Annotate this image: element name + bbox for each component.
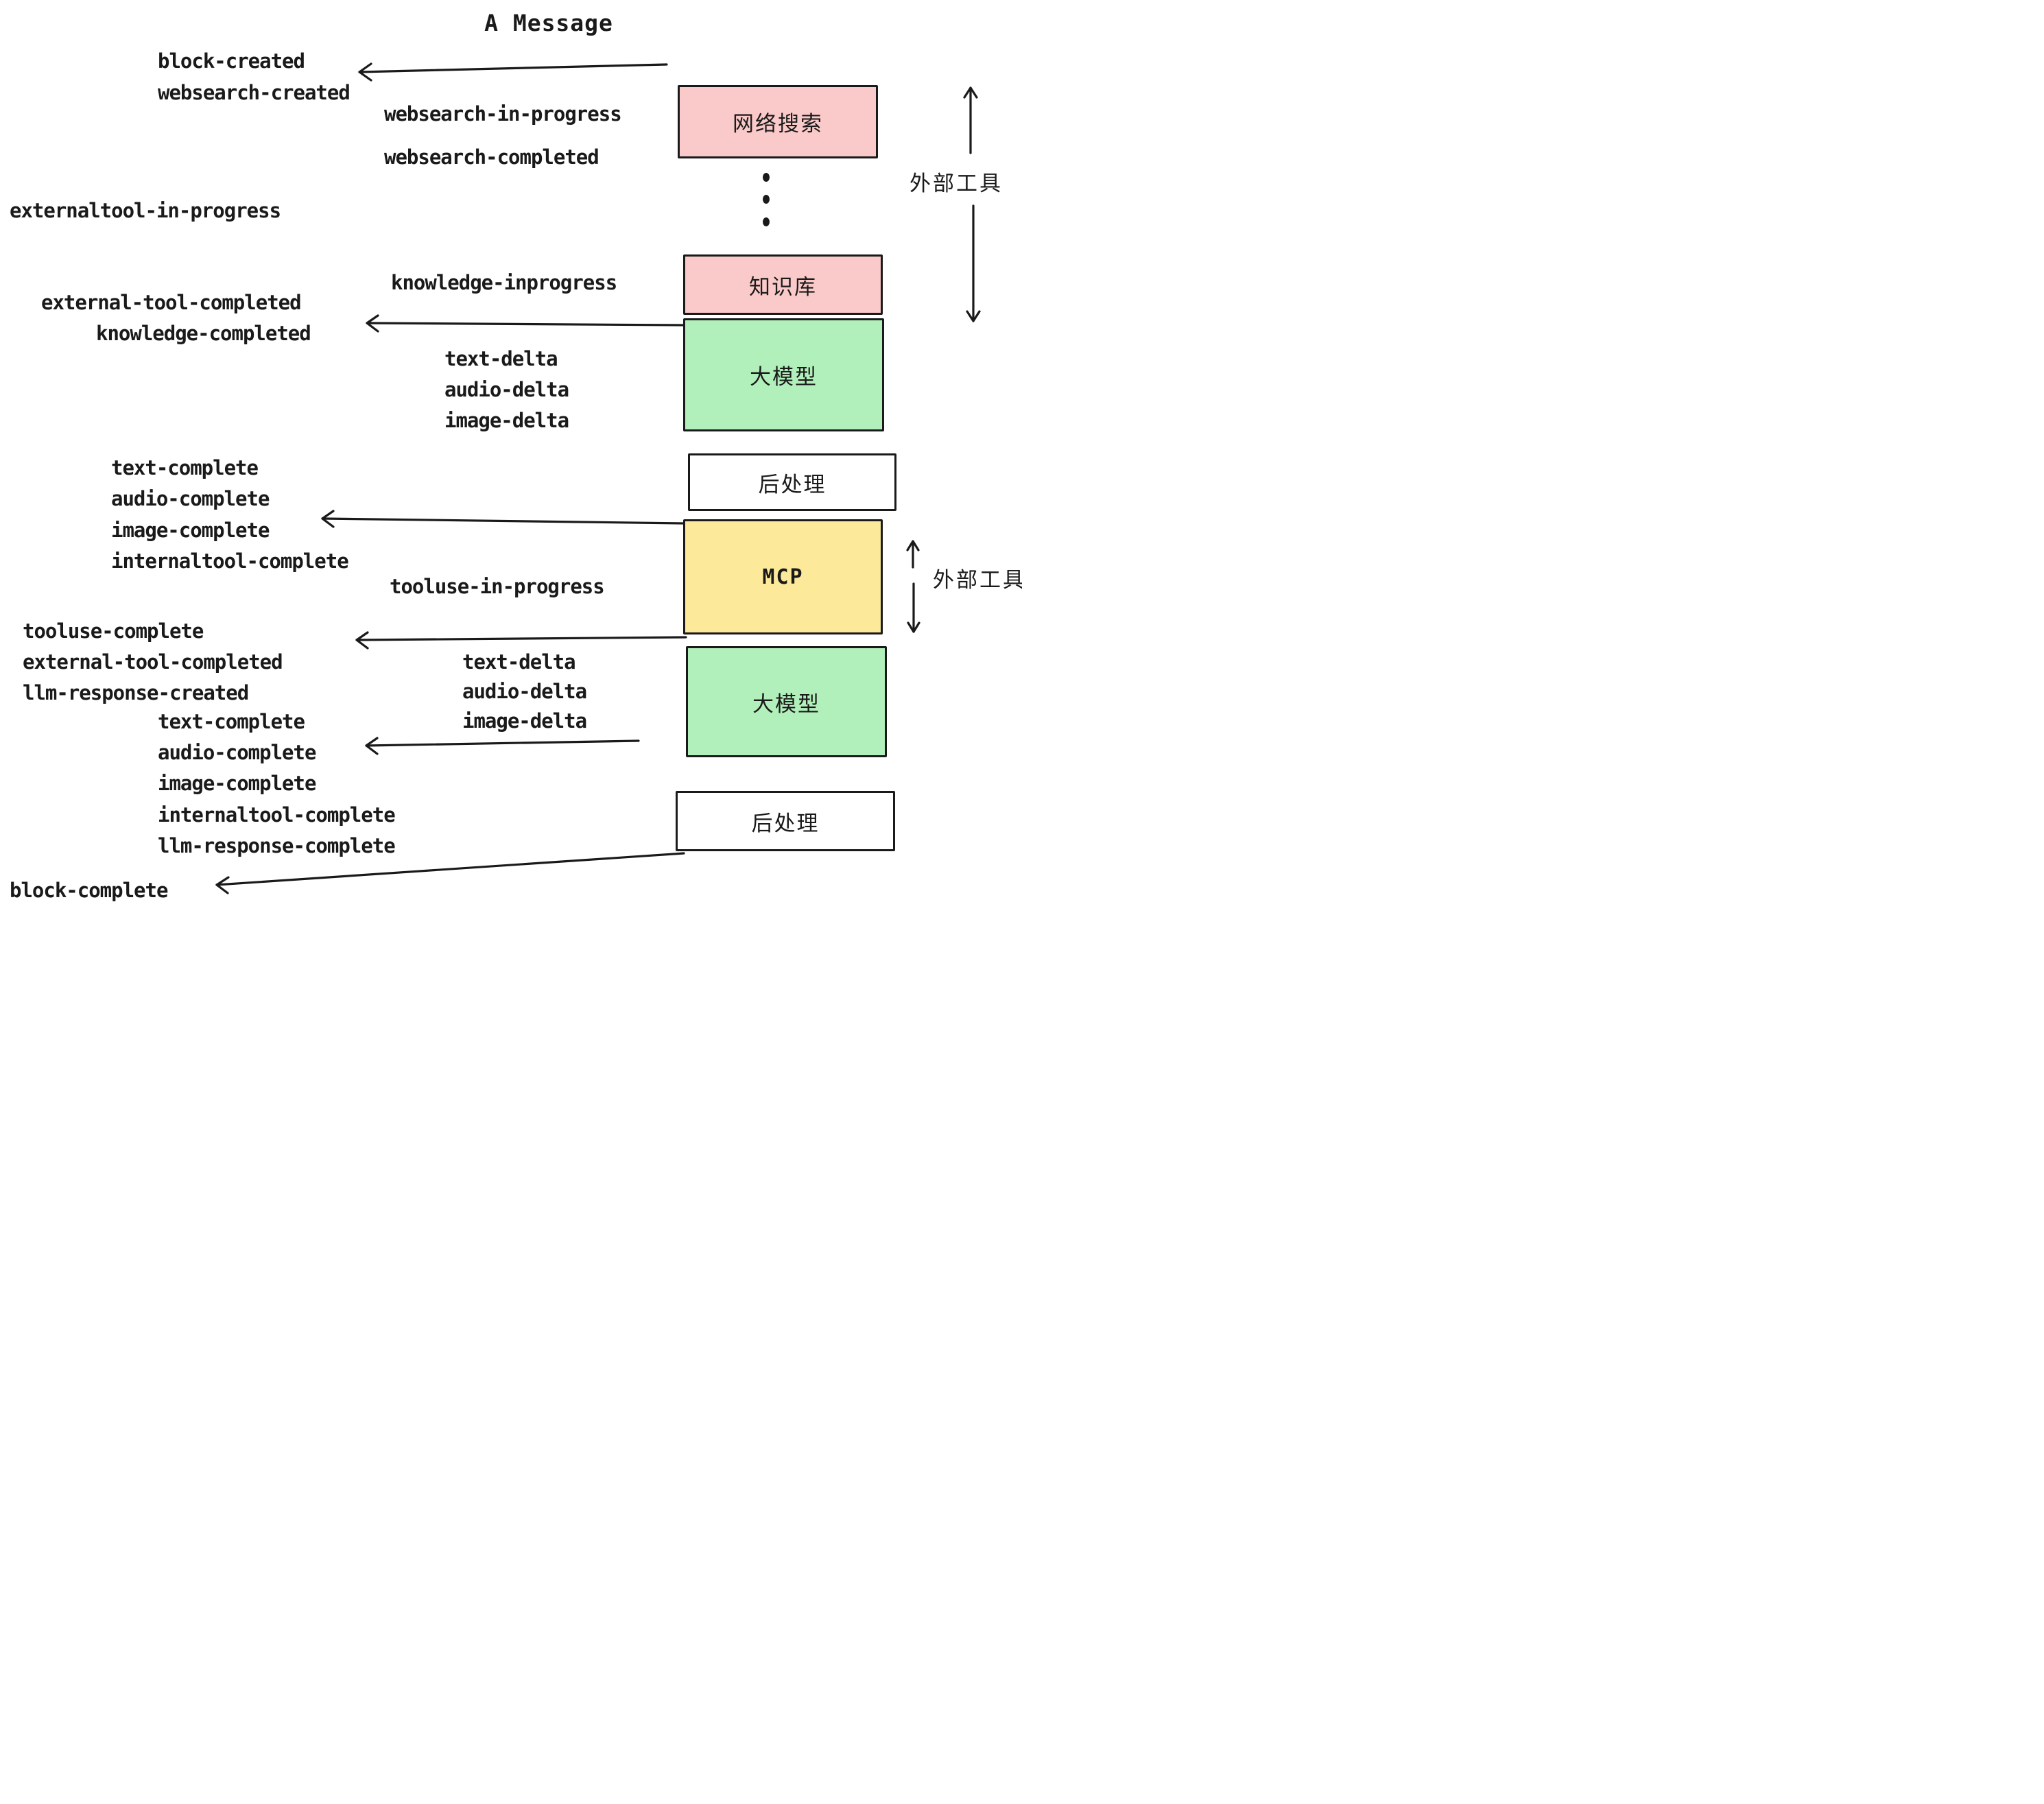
event-label-text-delta-2: text-delta	[462, 650, 576, 674]
arrow-to-tooluse-complete	[355, 631, 687, 650]
external-tools-span-top-up-arrow	[963, 86, 978, 154]
event-label-block-created: block-created	[158, 49, 305, 73]
arrow-to-block-created	[358, 62, 668, 82]
box-llm-2-label: 大模型	[752, 691, 820, 717]
event-label-audio-complete-2: audio-complete	[158, 741, 316, 764]
event-label-knowledge-completed: knowledge-completed	[96, 322, 311, 345]
box-llm-1-label: 大模型	[750, 365, 818, 390]
arrow-to-image-complete	[321, 510, 685, 528]
arrow-to-audio-complete	[365, 737, 640, 755]
event-label-audio-complete: audio-complete	[111, 487, 270, 510]
sequence-diagram: A Message	[0, 0, 1022, 902]
event-label-internaltool-complete-2: internaltool-complete	[158, 803, 396, 827]
event-label-audio-delta: audio-delta	[444, 378, 569, 401]
event-label-image-complete-2: image-complete	[158, 772, 316, 795]
event-label-text-delta: text-delta	[444, 347, 558, 370]
event-label-knowledge-inprogress: knowledge-inprogress	[391, 271, 617, 294]
event-label-tooluse-in-progress: tooluse-in-progress	[390, 575, 605, 598]
box-mcp: MCP	[683, 519, 883, 634]
box-postprocess-2-label: 后处理	[751, 811, 820, 836]
external-tools-span-top-down-arrow	[966, 204, 981, 322]
box-knowledge: 知识库	[683, 254, 883, 315]
ellipsis-dot	[763, 173, 770, 182]
event-label-block-complete: block-complete	[10, 879, 168, 902]
arrow-to-knowledge-completed	[366, 314, 685, 333]
event-label-image-delta-2: image-delta	[462, 709, 587, 733]
event-label-audio-delta-2: audio-delta	[462, 680, 587, 703]
external-tools-label-mcp: 外部工具	[933, 568, 1022, 593]
ellipsis-dot	[763, 195, 770, 204]
box-llm-2: 大模型	[686, 646, 887, 757]
event-label-image-complete: image-complete	[111, 519, 270, 542]
box-mcp-label: MCP	[762, 565, 804, 589]
event-label-internaltool-complete: internaltool-complete	[111, 549, 349, 573]
ellipsis-dot	[763, 217, 770, 226]
event-label-websearch-completed: websearch-completed	[384, 145, 599, 169]
event-label-text-complete: text-complete	[111, 456, 259, 479]
arrow-to-block-complete	[215, 852, 685, 894]
event-label-external-tool-completed-2: external-tool-completed	[23, 650, 283, 674]
box-knowledge-label: 知识库	[749, 274, 817, 300]
external-tools-label-top: 外部工具	[910, 171, 1003, 196]
box-postprocess-1: 后处理	[688, 453, 896, 511]
event-label-llm-response-created: llm-response-created	[23, 681, 249, 704]
event-label-websearch-created: websearch-created	[158, 81, 350, 104]
event-label-externaltool-in-progress: externaltool-in-progress	[10, 199, 281, 222]
event-label-image-delta: image-delta	[444, 409, 569, 432]
event-label-tooluse-complete: tooluse-complete	[23, 619, 204, 643]
box-postprocess-2: 后处理	[676, 791, 895, 851]
external-tools-span-mcp-up-arrow	[906, 540, 920, 569]
external-tools-span-mcp-down-arrow	[907, 582, 920, 633]
box-postprocess-1-label: 后处理	[758, 472, 827, 497]
diagram-title: A Message	[484, 10, 613, 36]
box-websearch: 网络搜索	[678, 85, 878, 158]
event-label-external-tool-completed: external-tool-completed	[41, 291, 302, 314]
event-label-llm-response-complete: llm-response-complete	[158, 834, 396, 857]
event-label-websearch-in-progress: websearch-in-progress	[384, 102, 622, 126]
box-websearch-label: 网络搜索	[733, 112, 823, 137]
event-label-text-complete-2: text-complete	[158, 710, 305, 733]
box-llm-1: 大模型	[683, 318, 884, 431]
